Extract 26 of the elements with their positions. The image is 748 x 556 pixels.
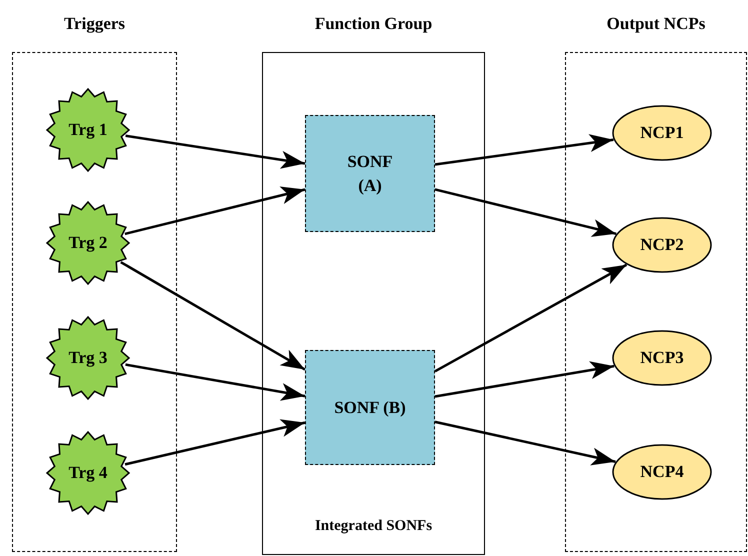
arrow (124, 419, 306, 466)
arrow (120, 261, 306, 371)
node-label: Trg 3 (68, 347, 108, 369)
group-caption: Integrated SONFs (314, 518, 432, 534)
function-box (305, 350, 435, 465)
node-label: NCP3 (640, 347, 684, 369)
arrow (434, 134, 614, 166)
group-title: Function Group (314, 14, 432, 33)
arrow (125, 363, 306, 401)
arrow (125, 134, 306, 169)
arrow (434, 361, 614, 398)
arrow (434, 188, 616, 237)
node-label: SONF (B) (334, 396, 406, 418)
node-label: NCP2 (640, 234, 684, 256)
group-title: Output NCPs (606, 14, 706, 33)
node-label: NCP4 (640, 461, 684, 483)
function-box (305, 115, 435, 232)
arrow (434, 420, 616, 466)
arrow (124, 186, 306, 236)
node-label: Trg 4 (68, 462, 108, 484)
group-title: Triggers (64, 14, 126, 33)
node-label: NCP1 (640, 122, 684, 144)
arrow (434, 264, 628, 372)
node-label: Trg 1 (68, 119, 108, 141)
node-label: SONF (A) (346, 150, 394, 196)
node-label: Trg 2 (68, 232, 108, 254)
